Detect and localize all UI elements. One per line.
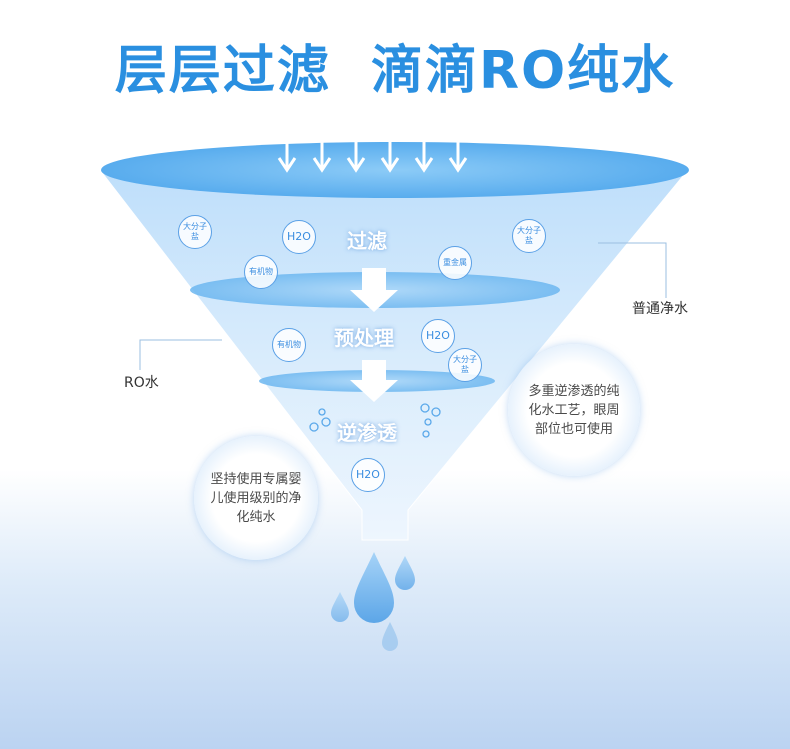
water-drop-falling xyxy=(382,622,398,651)
inflow-arrows xyxy=(277,125,468,173)
ordinary-water-label: 普通净水 xyxy=(632,301,688,317)
ro-label-line xyxy=(139,339,222,370)
badge-heavy-metal: 重金属 xyxy=(438,246,472,280)
stage-arrow-2 xyxy=(350,360,398,402)
multi-ro-bubble: 多重逆渗透的纯化水工艺，眼周部位也可使用 xyxy=(508,344,640,476)
water-drop-small-left xyxy=(331,592,349,622)
stage-label-pretreat: 预处理 xyxy=(334,326,394,350)
small-bubbles xyxy=(309,403,441,438)
stage-label-filter: 过滤 xyxy=(347,229,387,253)
badge-organic: 有机物 xyxy=(272,328,306,362)
stage-arrow-1 xyxy=(350,268,398,312)
funnel-top-water xyxy=(101,142,689,198)
stage-label-ro: 逆渗透 xyxy=(337,421,397,445)
baby-grade-bubble: 坚持使用专属婴儿使用级别的净化纯水 xyxy=(194,436,318,560)
badge-large-salt: 大分子盐 xyxy=(178,215,212,249)
badge-large-salt: 大分子盐 xyxy=(448,348,482,382)
water-drop-small-right xyxy=(395,556,415,590)
title-part-1: 层层过滤 xyxy=(114,41,331,101)
water-drop-large xyxy=(354,552,394,623)
badge-h2o: H2O xyxy=(421,319,455,353)
badge-large-salt: 大分子盐 xyxy=(512,219,546,253)
badge-h2o: H2O xyxy=(282,220,316,254)
badge-organic: 有机物 xyxy=(244,255,278,289)
ordinary-label-line xyxy=(598,242,667,298)
badge-h2o: H2O xyxy=(351,458,385,492)
page-title: 层层过滤 滴滴RO纯水 xyxy=(0,28,790,103)
title-part-2: 滴滴RO纯水 xyxy=(370,41,676,101)
ro-water-label: RO水 xyxy=(124,375,159,391)
